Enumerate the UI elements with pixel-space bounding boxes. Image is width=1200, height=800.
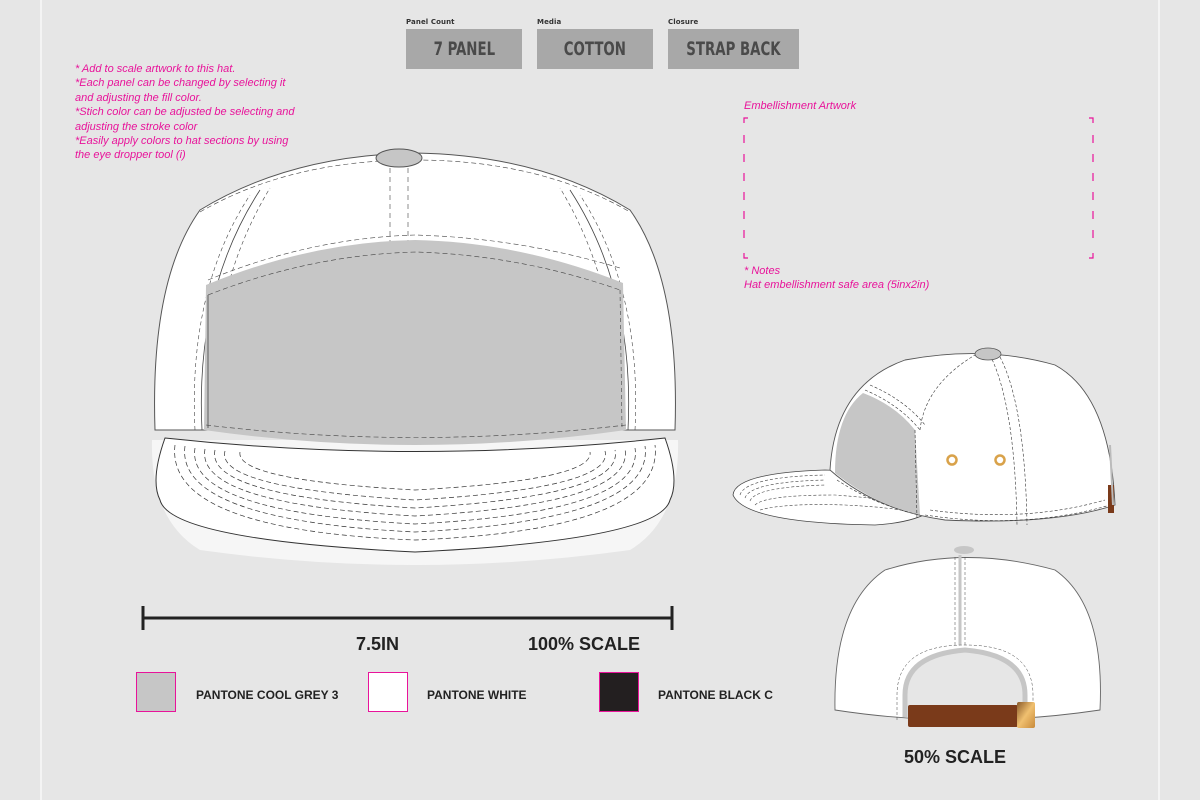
measurement-label: 7.5IN <box>356 634 400 654</box>
hat-back-view[interactable] <box>825 545 1120 728</box>
instruction-line: *Stich color can be adjusted be selectin… <box>75 106 295 119</box>
swatch-cool-grey[interactable] <box>136 672 176 712</box>
instruction-line: *Each panel can be changed by selecting … <box>75 77 286 90</box>
spec-label: Panel Count <box>406 18 455 26</box>
spec-value-box[interactable]: 7 PANEL <box>406 29 522 69</box>
spec-panel-count: Panel Count 7 PANEL <box>406 18 522 69</box>
embellishment-title: Embellishment Artwork <box>744 100 857 112</box>
instructions-notes: * Add to scale artwork to this hat. *Eac… <box>75 62 335 163</box>
back-scale-label: 50% SCALE <box>904 747 1007 767</box>
instruction-line: adjusting the stroke color <box>75 120 198 133</box>
instruction-line: the eye dropper tool (i) <box>75 149 186 162</box>
spec-label: Media <box>537 18 562 26</box>
template-frame <box>40 0 1160 800</box>
instruction-line: and adjusting the fill color. <box>75 91 202 104</box>
swatch-white[interactable] <box>368 672 408 712</box>
spec-label: Closure <box>668 18 699 26</box>
swatch-black[interactable] <box>599 672 639 712</box>
embellishment-safe-area[interactable] <box>743 117 1094 259</box>
hat-front-view[interactable] <box>140 140 690 580</box>
scale-bar <box>141 606 674 630</box>
front-scale-label: 100% SCALE <box>528 634 641 654</box>
swatch-label: PANTONE BLACK C <box>658 688 773 702</box>
embellishment-notes: * Notes Hat embellishment safe area (5in… <box>744 264 929 292</box>
swatch-label: PANTONE COOL GREY 3 <box>196 688 339 702</box>
spec-value-box[interactable]: COTTON <box>537 29 653 69</box>
notes-heading: * Notes <box>744 265 781 277</box>
hat-side-view[interactable] <box>725 345 1120 530</box>
spec-media: Media COTTON <box>537 18 653 69</box>
instruction-line: *Easily apply colors to hat sections by … <box>75 135 289 148</box>
swatch-label: PANTONE WHITE <box>427 688 527 702</box>
instruction-line: * Add to scale artwork to this hat. <box>75 63 236 75</box>
spec-value: 7 PANEL <box>433 38 495 60</box>
spec-closure: Closure STRAP BACK <box>668 18 799 69</box>
spec-value: COTTON <box>563 38 627 60</box>
spec-value: STRAP BACK <box>686 38 781 60</box>
spec-value-box[interactable]: STRAP BACK <box>668 29 799 69</box>
notes-text: Hat embellishment safe area (5inx2in) <box>744 279 930 291</box>
